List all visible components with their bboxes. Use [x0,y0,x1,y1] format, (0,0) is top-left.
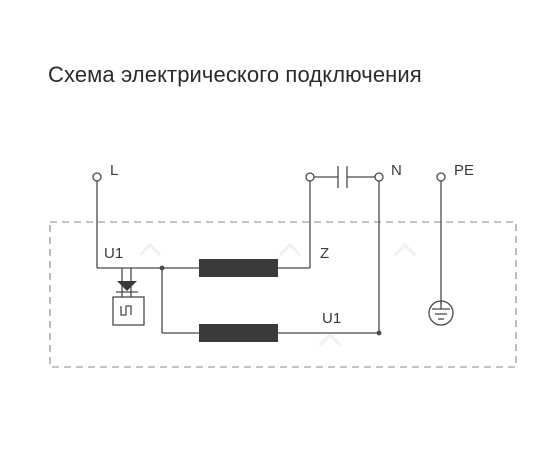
thermal-protector-icon [112,281,145,326]
capacitor-icon [337,166,348,188]
coil-upper [199,259,278,277]
page-title: Схема электрического подключения [48,62,422,87]
coil-lower [199,324,278,342]
terminal-z [305,172,315,182]
terminal-pe-label: PE [454,162,474,179]
terminal-l-label: L [110,162,118,179]
terminal-pe [436,172,446,182]
label-u1-bottom: U1 [322,310,341,327]
label-u1-left: U1 [104,245,123,262]
device-boundary [49,221,517,368]
watermark [138,242,417,347]
label-z: Z [320,245,329,262]
junction-dot-n [376,330,382,336]
terminal-n [374,172,384,182]
terminal-l [92,172,102,182]
terminal-n-label: N [391,162,402,179]
ground-icon [428,300,454,326]
